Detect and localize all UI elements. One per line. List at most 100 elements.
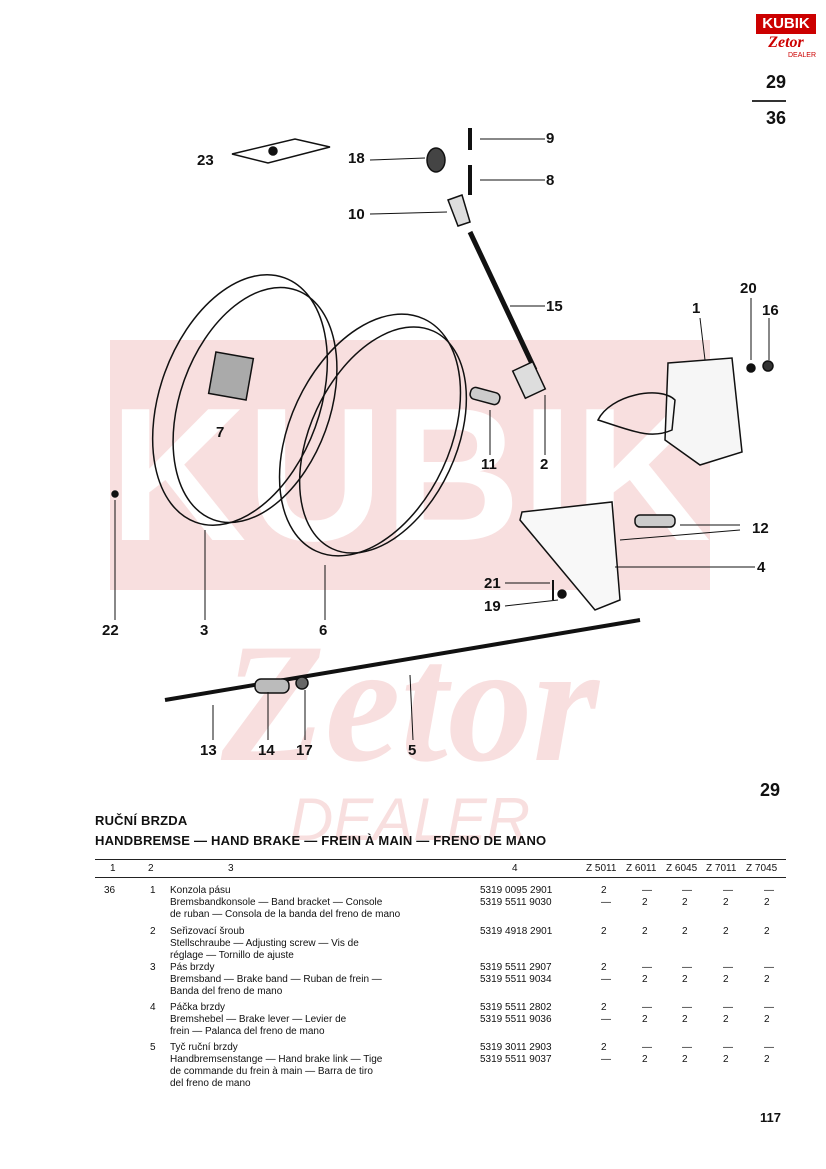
row-qty-z5011: 2 — [601, 962, 611, 985]
row-parts: 5319 3011 2903 5319 5511 9037 [480, 1042, 552, 1065]
group-number: 36 [104, 885, 116, 896]
page-ref-divider [752, 100, 786, 102]
row-qty-z7011: — 2 [723, 1002, 733, 1025]
brake-link-rod-5 [164, 618, 641, 702]
pin-22 [111, 490, 119, 498]
plate-hole [268, 146, 278, 156]
col-header-1: 1 [110, 863, 116, 874]
drum-inner-rim [172, 286, 338, 524]
callout-12: 12 [752, 520, 769, 537]
bracket-1 [664, 357, 743, 466]
nut-16 [762, 360, 774, 372]
row-pos: 4 [150, 1002, 156, 1013]
callout-2: 2 [540, 456, 549, 473]
section-title-multilingual: HANDBREMSE — HAND BRAKE — FREIN À MAIN —… [95, 833, 547, 848]
figure-number: 29 [760, 780, 781, 800]
col-header-4: 4 [512, 863, 518, 874]
callout-20: 20 [740, 280, 757, 297]
callout-8: 8 [546, 172, 555, 189]
col-header-3: 3 [228, 863, 234, 874]
callout-7: 7 [216, 424, 225, 441]
row-qty-z7045: — 2 [764, 962, 774, 985]
callout-10: 10 [348, 206, 365, 223]
brake-lever-4 [519, 501, 621, 611]
row-desc: Tyč ruční brzdy Handbremsenstange — Hand… [170, 1042, 383, 1089]
page-number: 117 [760, 1110, 781, 1125]
row-parts: 5319 0095 2901 5319 5511 9030 [480, 885, 553, 908]
row-parts: 5319 5511 2802 5319 5511 9036 [480, 1002, 552, 1025]
washer-plate-23 [231, 138, 331, 164]
row-qty-z6045: — 2 [682, 885, 692, 908]
callout-23: 23 [197, 152, 214, 169]
row-qty-z7011: — 2 [723, 1042, 733, 1065]
col-header-z7011: Z 7011 [706, 863, 737, 874]
nut-18 [426, 147, 446, 173]
logo-bottom: Zetor [768, 34, 804, 51]
screw-end-2 [511, 360, 547, 400]
page-ref-bottom: 36 [765, 108, 787, 128]
page-ref-top: 29 [765, 72, 787, 92]
clevis-10 [447, 194, 471, 227]
callout-18: 18 [348, 150, 365, 167]
callout-1: 1 [692, 300, 701, 317]
row-qty-z6011: — 2 [642, 1042, 652, 1065]
table-top-rule [95, 859, 786, 860]
row-pos: 1 [150, 885, 156, 896]
logo-top: KUBIK [756, 14, 816, 34]
brake-drum-3 [151, 274, 329, 526]
row-qty-z6011: 2 [642, 926, 648, 937]
row-qty-z6045: — 2 [682, 1042, 692, 1065]
row-desc: Seřizovací šroub Stellschraube — Adjusti… [170, 926, 359, 961]
drum-window-7 [207, 351, 255, 401]
brake-band-6 [278, 313, 462, 557]
callout-19: 19 [484, 598, 501, 615]
row-desc: Konzola pásu Bremsbandkonsole — Band bra… [170, 885, 401, 920]
row-qty-z7045: — 2 [764, 1002, 774, 1025]
col-header-z5011: Z 5011 [586, 863, 617, 874]
table-header-rule [95, 877, 786, 878]
pin-12 [634, 514, 676, 528]
watermark-word-3: DEALER [290, 786, 530, 853]
callout-21: 21 [484, 575, 501, 592]
callout-6: 6 [319, 622, 328, 639]
row-qty-z6045: — 2 [682, 962, 692, 985]
band-lining [298, 326, 468, 554]
row-qty-z6045: — 2 [682, 1002, 692, 1025]
section-title-czech: RUČNÍ BRZDA [95, 813, 188, 828]
watermark-word-2: Zetor [220, 609, 601, 797]
row-pos: 5 [150, 1042, 156, 1053]
row-qty-z7011: 2 [723, 926, 729, 937]
col-header-2: 2 [148, 863, 154, 874]
sleeve-14 [254, 678, 290, 694]
callout-17: 17 [296, 742, 313, 759]
row-qty-z7045: — 2 [764, 885, 774, 908]
row-desc: Páčka brzdy Bremshebel — Brake lever — L… [170, 1002, 347, 1037]
row-qty-z7011: — 2 [723, 962, 733, 985]
callout-9: 9 [546, 130, 555, 147]
row-qty-z5011: 2 — [601, 885, 611, 908]
callout-3: 3 [200, 622, 209, 639]
adjusting-screw-15 [467, 230, 538, 372]
row-qty-z6011: — 2 [642, 1002, 652, 1025]
washer-20 [746, 363, 756, 373]
exploded-diagram [111, 128, 774, 741]
row-qty-z5011: 2 [601, 926, 607, 937]
callout-16: 16 [762, 302, 779, 319]
callout-11: 11 [481, 456, 497, 473]
watermark: KUBIK Zetor DEALER [110, 340, 710, 853]
callout-22: 22 [102, 622, 119, 639]
col-header-z6011: Z 6011 [626, 863, 657, 874]
col-header-z6045: Z 6045 [666, 863, 698, 874]
row-qty-z5011: 2 — [601, 1002, 611, 1025]
row-qty-z5011: 2 — [601, 1042, 611, 1065]
bracket-hook [596, 392, 676, 435]
callout-14: 14 [258, 742, 275, 759]
row-qty-z7011: — 2 [723, 885, 733, 908]
row-qty-z6011: — 2 [642, 885, 652, 908]
nut-17 [295, 676, 309, 690]
callout-13: 13 [200, 742, 217, 759]
brand-logo: KUBIK Zetor DEALER [756, 14, 816, 68]
row-pos: 3 [150, 962, 156, 973]
callout-5: 5 [408, 742, 417, 759]
callout-4: 4 [757, 559, 766, 576]
